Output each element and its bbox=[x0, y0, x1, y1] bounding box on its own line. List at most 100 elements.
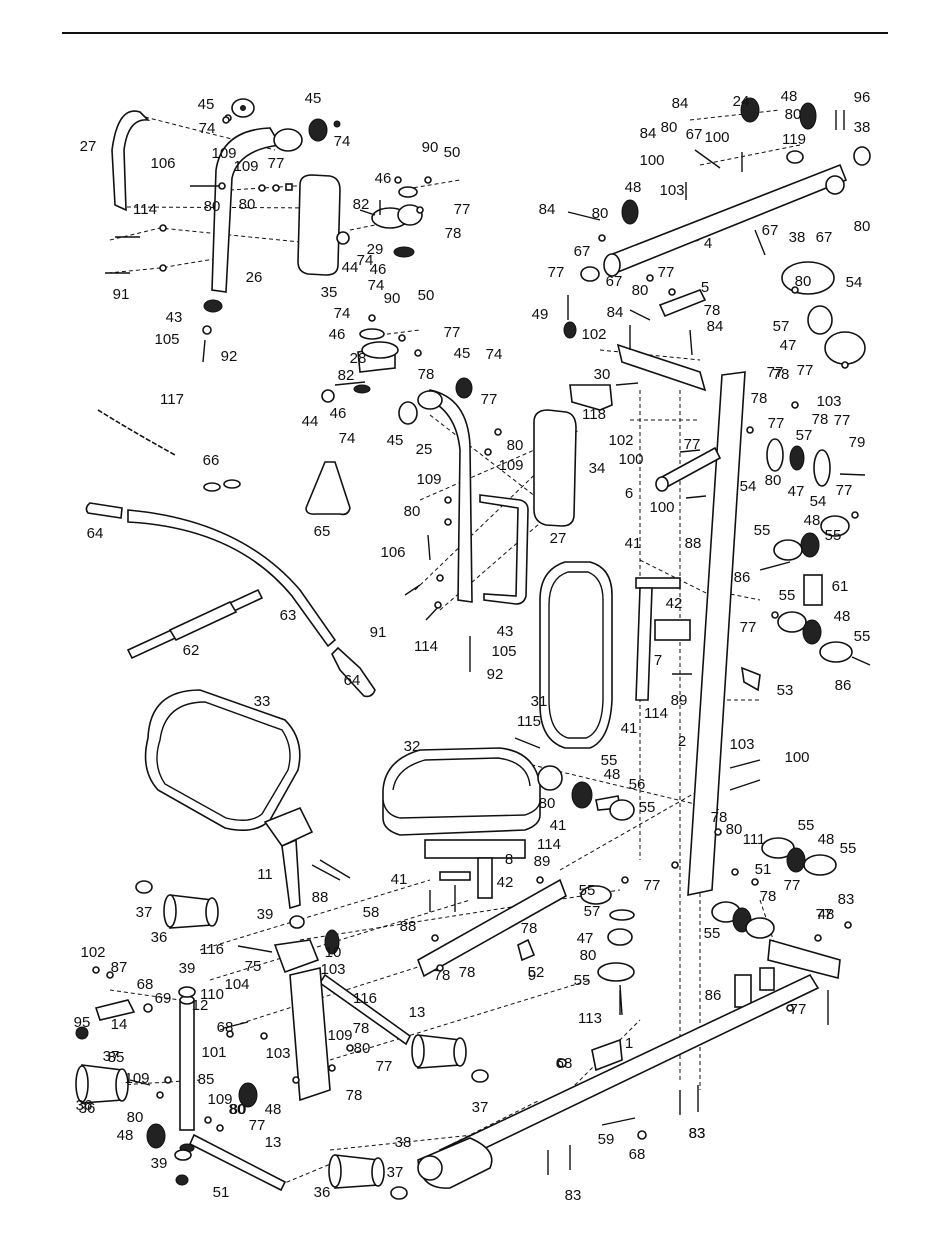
callout-69: 69 bbox=[155, 990, 172, 1007]
callout-88: 88 bbox=[312, 889, 329, 906]
bolts-misc bbox=[129, 110, 871, 1175]
callout-13: 13 bbox=[409, 1004, 426, 1021]
callout-33: 33 bbox=[254, 693, 271, 710]
callout-78: 78 bbox=[445, 225, 462, 242]
callout-103: 103 bbox=[816, 393, 841, 410]
callout-38: 38 bbox=[395, 1134, 412, 1151]
callout-84: 84 bbox=[640, 125, 657, 142]
callout-77: 77 bbox=[834, 412, 851, 429]
callout-46: 46 bbox=[370, 261, 387, 278]
callout-65: 65 bbox=[314, 523, 331, 540]
callout-77: 77 bbox=[767, 364, 784, 381]
callout-109: 109 bbox=[124, 1070, 149, 1087]
callout-77: 77 bbox=[481, 391, 498, 408]
callout-54: 54 bbox=[810, 493, 827, 510]
callout-35: 35 bbox=[321, 284, 338, 301]
callout-109: 109 bbox=[211, 145, 236, 162]
callout-39: 39 bbox=[151, 1155, 168, 1172]
part-12-post bbox=[178, 986, 196, 1153]
callout-45: 45 bbox=[198, 96, 215, 113]
part-11-post bbox=[263, 806, 314, 910]
callout-84: 84 bbox=[539, 201, 556, 218]
middle-pulley-group bbox=[537, 765, 635, 1016]
callout-48: 48 bbox=[834, 608, 851, 625]
callout-110: 110 bbox=[200, 986, 224, 1003]
callout-36: 36 bbox=[151, 929, 168, 946]
callout-80: 80 bbox=[726, 821, 743, 838]
callout-86: 86 bbox=[835, 677, 852, 694]
callout-83: 83 bbox=[689, 1125, 706, 1142]
callout-46: 46 bbox=[329, 326, 346, 343]
callout-7: 7 bbox=[654, 652, 662, 669]
callout-84: 84 bbox=[707, 318, 724, 335]
callout-36: 36 bbox=[79, 1100, 96, 1117]
callout-55: 55 bbox=[840, 840, 857, 857]
callout-5: 5 bbox=[701, 279, 709, 296]
callout-74: 74 bbox=[334, 133, 351, 150]
callout-36: 36 bbox=[314, 1184, 331, 1201]
callout-48: 48 bbox=[818, 831, 835, 848]
callout-103: 103 bbox=[729, 736, 754, 753]
callout-106: 106 bbox=[380, 544, 405, 561]
part-26-collar bbox=[273, 128, 303, 152]
callout-48: 48 bbox=[265, 1101, 282, 1118]
callout-43: 43 bbox=[497, 623, 514, 640]
callout-54: 54 bbox=[740, 478, 757, 495]
callout-37: 37 bbox=[136, 904, 153, 921]
callout-48: 48 bbox=[625, 179, 642, 196]
callout-31: 31 bbox=[531, 693, 548, 710]
callout-115: 115 bbox=[517, 713, 541, 730]
callout-77: 77 bbox=[376, 1058, 393, 1075]
callout-77: 77 bbox=[797, 362, 814, 379]
callout-91: 91 bbox=[370, 624, 387, 641]
callout-68: 68 bbox=[556, 1055, 573, 1072]
callout-51: 51 bbox=[755, 861, 772, 878]
callout-41: 41 bbox=[391, 871, 408, 888]
callout-102: 102 bbox=[80, 944, 105, 961]
part-34-pad bbox=[533, 409, 577, 527]
callout-50: 50 bbox=[444, 144, 461, 161]
part-7-bracket bbox=[635, 577, 691, 701]
part-27-handle bbox=[111, 110, 151, 212]
callout-34: 34 bbox=[589, 460, 606, 477]
callout-45: 45 bbox=[305, 90, 322, 107]
callout-75: 75 bbox=[245, 958, 262, 975]
callout-119: 119 bbox=[782, 131, 806, 148]
callout-105: 105 bbox=[491, 643, 516, 660]
callout-106: 106 bbox=[150, 155, 175, 172]
right-lower-pulley-group bbox=[711, 837, 841, 1008]
callout-80: 80 bbox=[580, 947, 597, 964]
callout-114: 114 bbox=[644, 705, 668, 722]
callout-49: 49 bbox=[532, 306, 549, 323]
callout-38: 38 bbox=[854, 119, 871, 136]
part-35-pad bbox=[297, 174, 341, 276]
part-66-clips bbox=[203, 479, 241, 492]
callout-80: 80 bbox=[661, 119, 678, 136]
callout-56: 56 bbox=[629, 776, 646, 793]
callout-109: 109 bbox=[498, 457, 523, 474]
part-63-bar bbox=[85, 502, 376, 698]
callout-85: 85 bbox=[198, 1071, 215, 1088]
callout-103: 103 bbox=[659, 182, 684, 199]
callout-74: 74 bbox=[486, 346, 503, 363]
callout-46: 46 bbox=[375, 170, 392, 187]
callout-85: 85 bbox=[108, 1049, 125, 1066]
callout-101: 101 bbox=[201, 1044, 226, 1061]
callout-68: 68 bbox=[137, 976, 154, 993]
callout-47: 47 bbox=[788, 483, 805, 500]
callout-118: 118 bbox=[582, 406, 606, 423]
callout-113: 113 bbox=[578, 1010, 602, 1027]
callout-100: 100 bbox=[618, 451, 643, 468]
callout-55: 55 bbox=[579, 882, 596, 899]
callout-78: 78 bbox=[434, 967, 451, 984]
callout-13: 13 bbox=[265, 1134, 282, 1151]
callout-90: 90 bbox=[422, 139, 439, 156]
callout-45: 45 bbox=[454, 345, 471, 362]
callout-114: 114 bbox=[133, 201, 157, 218]
callout-109: 109 bbox=[233, 158, 258, 175]
callout-48: 48 bbox=[818, 906, 835, 923]
callout-77: 77 bbox=[816, 906, 833, 923]
callout-38: 38 bbox=[789, 229, 806, 246]
callout-109: 109 bbox=[416, 471, 441, 488]
callout-90: 90 bbox=[384, 290, 401, 307]
